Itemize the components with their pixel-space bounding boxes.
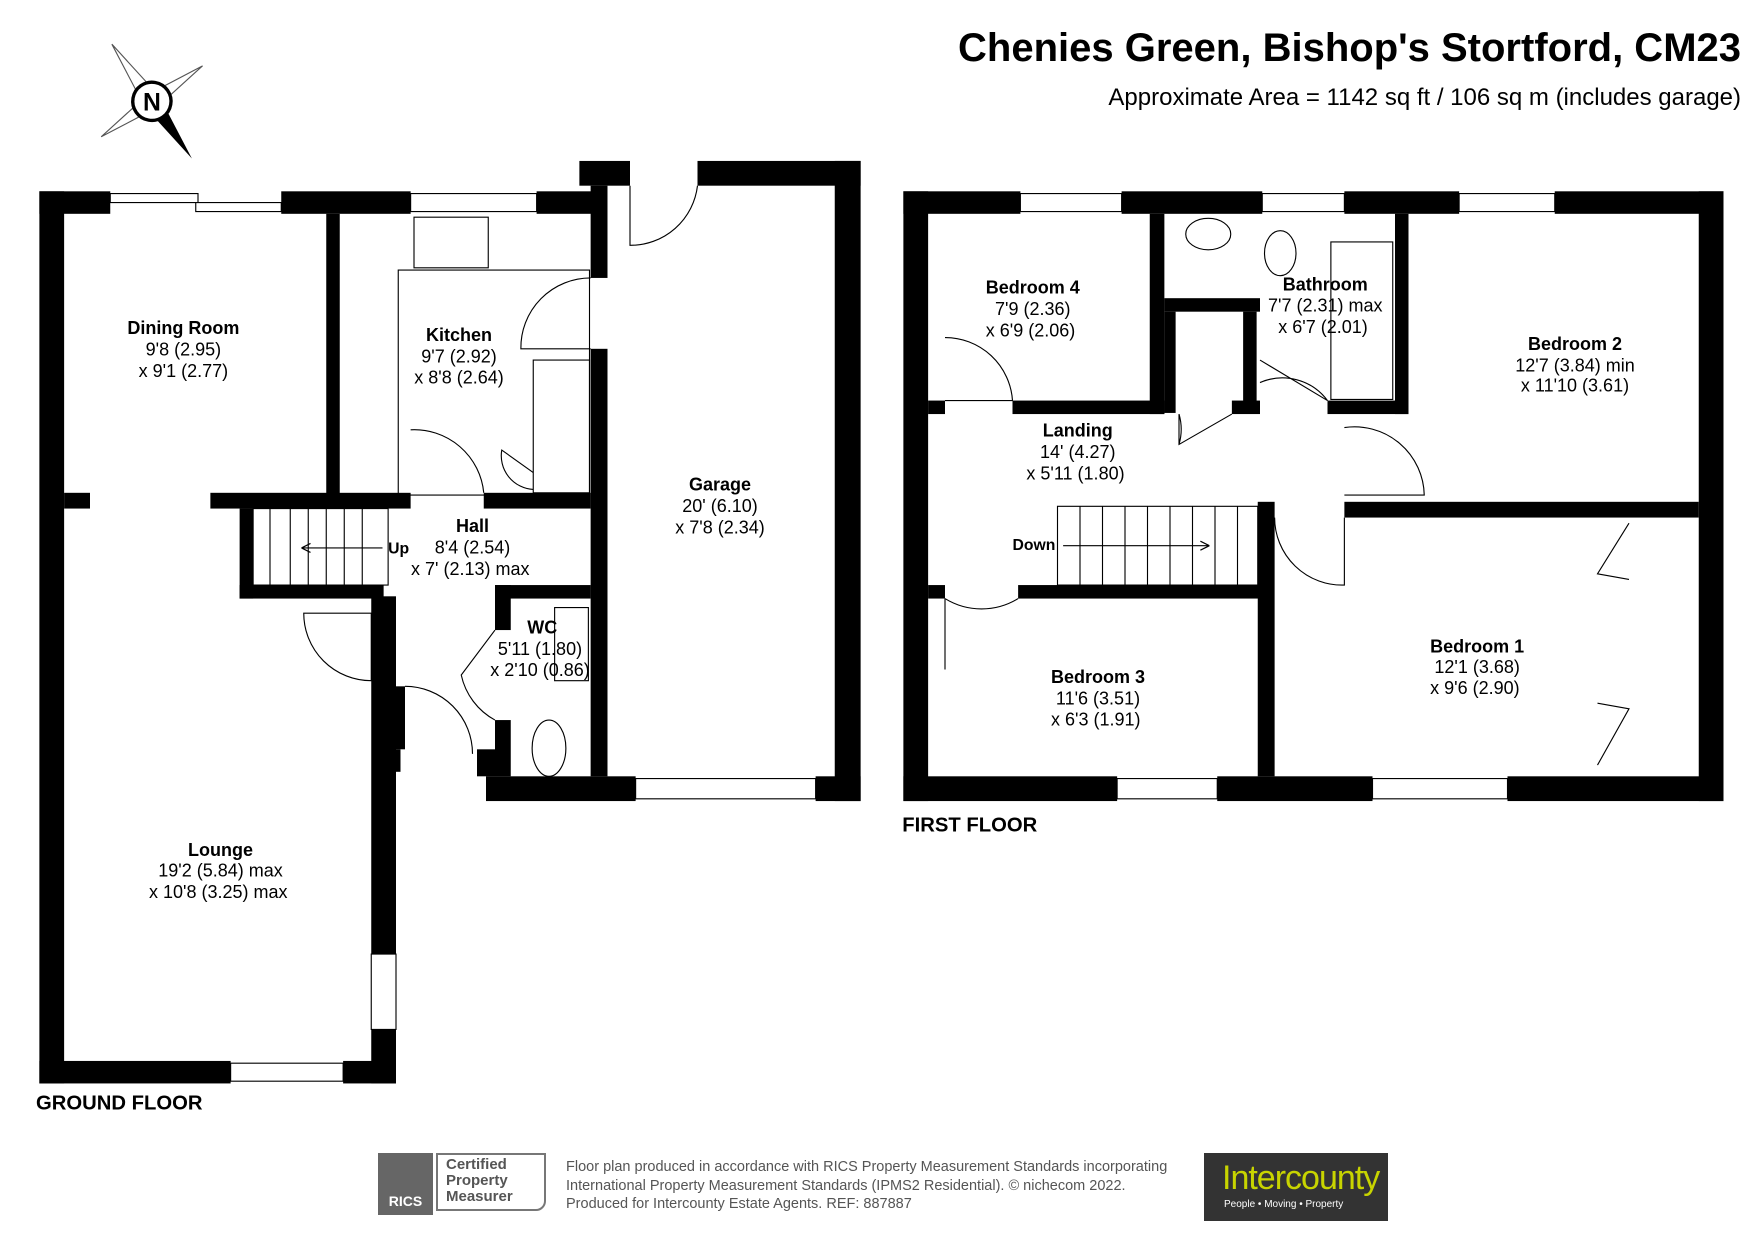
- svg-text:x 9'1 (2.77): x 9'1 (2.77): [139, 361, 228, 381]
- svg-text:Lounge: Lounge: [188, 840, 253, 860]
- room-wc: WC5'11 (1.80)x 2'10 (0.86): [490, 617, 590, 680]
- area-subtitle: Approximate Area = 1142 sq ft / 106 sq m…: [1108, 84, 1741, 111]
- svg-text:x 2'10 (0.86): x 2'10 (0.86): [490, 660, 590, 680]
- svg-text:N: N: [143, 89, 161, 116]
- first-floor-label: FIRST FLOOR: [902, 814, 1037, 836]
- room-bedroom-4: Bedroom 47'9 (2.36)x 6'9 (2.06): [986, 278, 1080, 341]
- svg-text:Landing: Landing: [1043, 421, 1113, 441]
- svg-text:Bedroom 3: Bedroom 3: [1051, 667, 1145, 687]
- svg-text:9'8 (2.95): 9'8 (2.95): [146, 340, 221, 360]
- stairs-ground: [252, 508, 389, 586]
- svg-text:14' (4.27): 14' (4.27): [1040, 442, 1115, 462]
- svg-text:x 6'7 (2.01): x 6'7 (2.01): [1278, 317, 1367, 337]
- rics-logo: RICS: [378, 1153, 433, 1215]
- svg-text:Bedroom 4: Bedroom 4: [986, 278, 1080, 298]
- room-bedroom-1: Bedroom 112'1 (3.68)x 9'6 (2.90): [1430, 637, 1524, 699]
- stairs-down-label: Down: [1013, 537, 1056, 554]
- svg-text:Bedroom 2: Bedroom 2: [1528, 334, 1622, 354]
- svg-text:11'6 (3.51): 11'6 (3.51): [1056, 688, 1140, 708]
- svg-text:x 7' (2.13) max: x 7' (2.13) max: [411, 559, 529, 579]
- svg-text:x 7'8 (2.34): x 7'8 (2.34): [675, 517, 764, 537]
- first-floor-walls: [903, 191, 1724, 802]
- svg-text:Bedroom 1: Bedroom 1: [1430, 637, 1524, 657]
- svg-text:Kitchen: Kitchen: [426, 325, 492, 345]
- svg-text:x 5'11 (1.80): x 5'11 (1.80): [1026, 463, 1124, 483]
- svg-text:x 11'10 (3.61): x 11'10 (3.61): [1521, 376, 1629, 396]
- stairs-first: [1056, 505, 1259, 586]
- page-title: Chenies Green, Bishop's Stortford, CM23: [958, 26, 1741, 70]
- svg-text:7'9 (2.36): 7'9 (2.36): [995, 299, 1070, 319]
- intercounty-logo: Intercounty People • Moving • Property: [1204, 1153, 1388, 1221]
- svg-text:8'4 (2.54): 8'4 (2.54): [435, 538, 510, 558]
- svg-text:Bathroom: Bathroom: [1283, 274, 1368, 294]
- svg-text:x 6'9 (2.06): x 6'9 (2.06): [986, 320, 1075, 340]
- svg-text:WC: WC: [527, 617, 557, 637]
- svg-text:12'7 (3.84) min: 12'7 (3.84) min: [1515, 355, 1635, 375]
- svg-text:20' (6.10): 20' (6.10): [682, 496, 757, 516]
- room-bedroom-3: Bedroom 311'6 (3.51)x 6'3 (1.91): [1051, 667, 1145, 730]
- svg-text:5'11 (1.80): 5'11 (1.80): [498, 639, 582, 659]
- svg-text:x 6'3 (1.91): x 6'3 (1.91): [1051, 710, 1140, 730]
- svg-text:7'7 (2.31) max: 7'7 (2.31) max: [1268, 296, 1383, 316]
- svg-text:19'2 (5.84) max: 19'2 (5.84) max: [158, 860, 283, 880]
- svg-text:12'1 (3.68): 12'1 (3.68): [1434, 657, 1520, 677]
- compass-icon: N: [100, 43, 203, 159]
- stairs-up-label: Up: [388, 541, 409, 558]
- ground-floor-label: GROUND FLOOR: [36, 1092, 203, 1114]
- svg-text:x 10'8 (3.25) max: x 10'8 (3.25) max: [149, 882, 288, 902]
- svg-text:9'7 (2.92): 9'7 (2.92): [421, 346, 496, 366]
- svg-text:Dining Room: Dining Room: [127, 318, 239, 338]
- svg-text:x 8'8 (2.64): x 8'8 (2.64): [414, 368, 503, 388]
- svg-text:Garage: Garage: [689, 475, 751, 495]
- svg-text:Hall: Hall: [456, 516, 489, 536]
- svg-text:x 9'6 (2.90): x 9'6 (2.90): [1430, 678, 1519, 698]
- ground-floor-walls: [39, 160, 861, 1084]
- footer-disclaimer: Floor plan produced in accordance with R…: [566, 1159, 1168, 1212]
